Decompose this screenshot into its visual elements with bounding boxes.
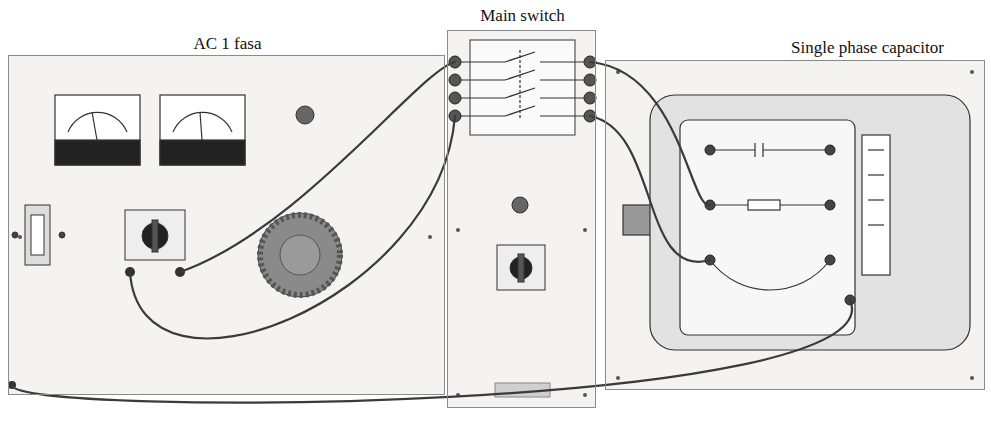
equipment-panel: Main switch — [447, 30, 596, 408]
patch-cable — [130, 116, 455, 338]
main-switch-symbol — [461, 40, 584, 135]
pilot-lamp — [296, 106, 314, 124]
panel-ground — [447, 30, 596, 408]
panel-heading: AC 1 fasa — [194, 34, 262, 54]
patch-cable — [12, 300, 852, 403]
terminal — [705, 145, 855, 305]
rotary-switch — [497, 245, 545, 290]
panel-heading: Main switch — [480, 6, 565, 26]
equipment-panel: Single phase capacitor — [605, 60, 985, 390]
patch-cable — [180, 62, 455, 272]
equipment-panel: AC 1 fasa — [8, 55, 445, 395]
panel-ground — [605, 60, 985, 390]
terminal — [449, 56, 596, 122]
selector-switch — [125, 210, 185, 260]
pilot-lamp — [512, 197, 528, 213]
panel-ground — [8, 55, 445, 395]
meter — [160, 95, 245, 165]
patch-cable — [590, 62, 710, 205]
terminal — [8, 267, 185, 389]
meter — [55, 95, 140, 165]
adjust-knob — [258, 213, 342, 297]
patch-cable — [590, 116, 710, 262]
panel-heading: Single phase capacitor — [791, 38, 944, 58]
fuse-holder — [12, 205, 65, 265]
